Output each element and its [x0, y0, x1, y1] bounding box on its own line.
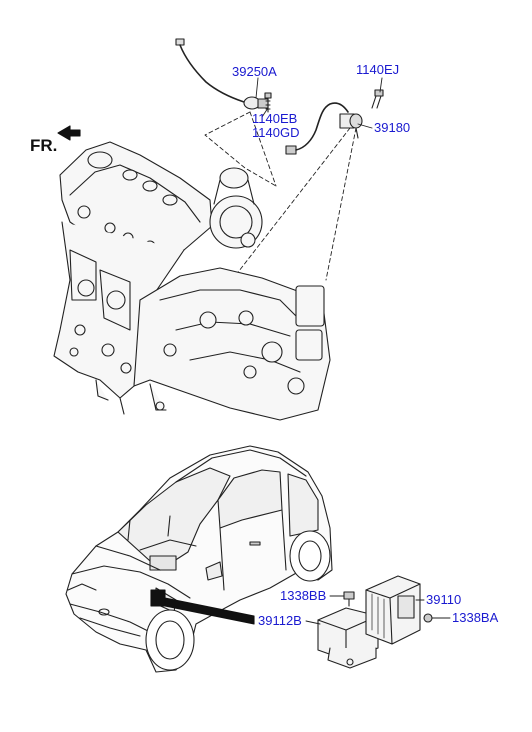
engine-transmission-assembly: [53, 141, 331, 421]
front-direction-arrow-icon: [57, 125, 81, 141]
callout-39180: 39180: [374, 120, 411, 135]
nut-1338BA: [423, 613, 433, 623]
callout-1338BA: 1338BA: [452, 610, 499, 625]
callout-1140EB: 1140EB: [252, 111, 298, 126]
bolt-1140EJ: [371, 89, 384, 109]
callout-39112B: 39112B: [258, 613, 302, 628]
callout-39250A: 39250A: [232, 64, 277, 79]
engine-control-module: [365, 575, 421, 645]
leader-lines: [255, 77, 451, 625]
callout-39110: 39110: [426, 592, 462, 607]
nut-1338BB: [343, 591, 355, 607]
ecm-bracket: [317, 607, 393, 669]
reference-dashed-lines: [204, 111, 357, 281]
vehicle-hatchback: [65, 445, 333, 673]
callout-1140EJ: 1140EJ: [356, 62, 400, 77]
location-pointer: [164, 597, 255, 625]
callout-1338BB: 1338BB: [280, 588, 327, 603]
front-direction-label: FR.: [30, 136, 58, 155]
callout-1140GD: 1140GD: [252, 125, 300, 140]
bolt-1140EB: [264, 92, 272, 113]
oxygen-sensor-front: [175, 38, 269, 110]
